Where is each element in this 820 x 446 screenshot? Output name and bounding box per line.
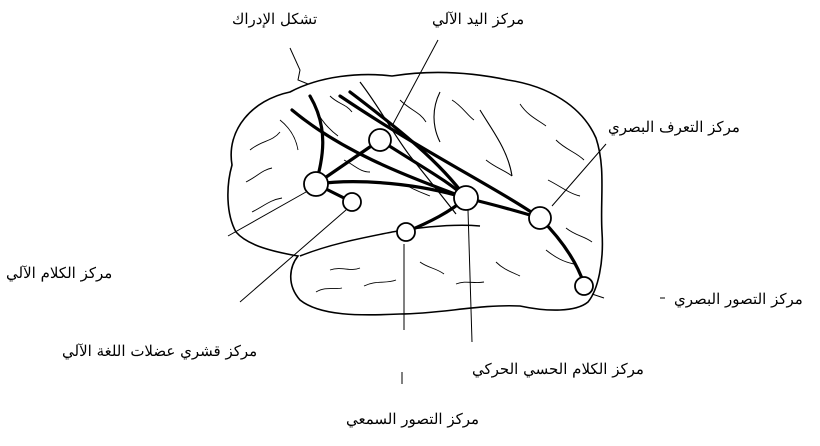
- label-perception-formation: تشكل الإدراك: [232, 12, 317, 27]
- node-cortical-speech-muscles: [343, 193, 361, 211]
- node-visual-recognition: [529, 207, 551, 229]
- node-sensorimotor-speech: [454, 186, 478, 210]
- label-automatic-speech-center: مركز الكلام الآلي: [6, 266, 112, 281]
- sylvian-fissure: [300, 225, 480, 256]
- node-auditory-imagery: [397, 223, 415, 241]
- label-automatic-hand-center: مركز اليد الآلي: [432, 12, 524, 27]
- brain-outline: [228, 73, 602, 315]
- label-auditory-imagery-center: مركز التصور السمعي: [346, 412, 479, 427]
- gyri-texture: [246, 96, 592, 292]
- label-cortical-speech-muscles-center: مركز قشري عضلات اللغة الآلي: [62, 344, 257, 359]
- node-visual-imagery: [575, 277, 593, 295]
- label-sensorimotor-speech-center: مركز الكلام الحسي الحركي: [472, 362, 644, 377]
- connection-pathways: [292, 92, 584, 284]
- node-automatic-speech: [304, 172, 328, 196]
- occipital-sulcus: [434, 92, 512, 176]
- label-visual-recognition-center: مركز التعرف البصري: [608, 120, 740, 135]
- node-automatic-hand: [369, 129, 391, 151]
- label-visual-imagery-center: مركز التصور البصري: [674, 292, 803, 307]
